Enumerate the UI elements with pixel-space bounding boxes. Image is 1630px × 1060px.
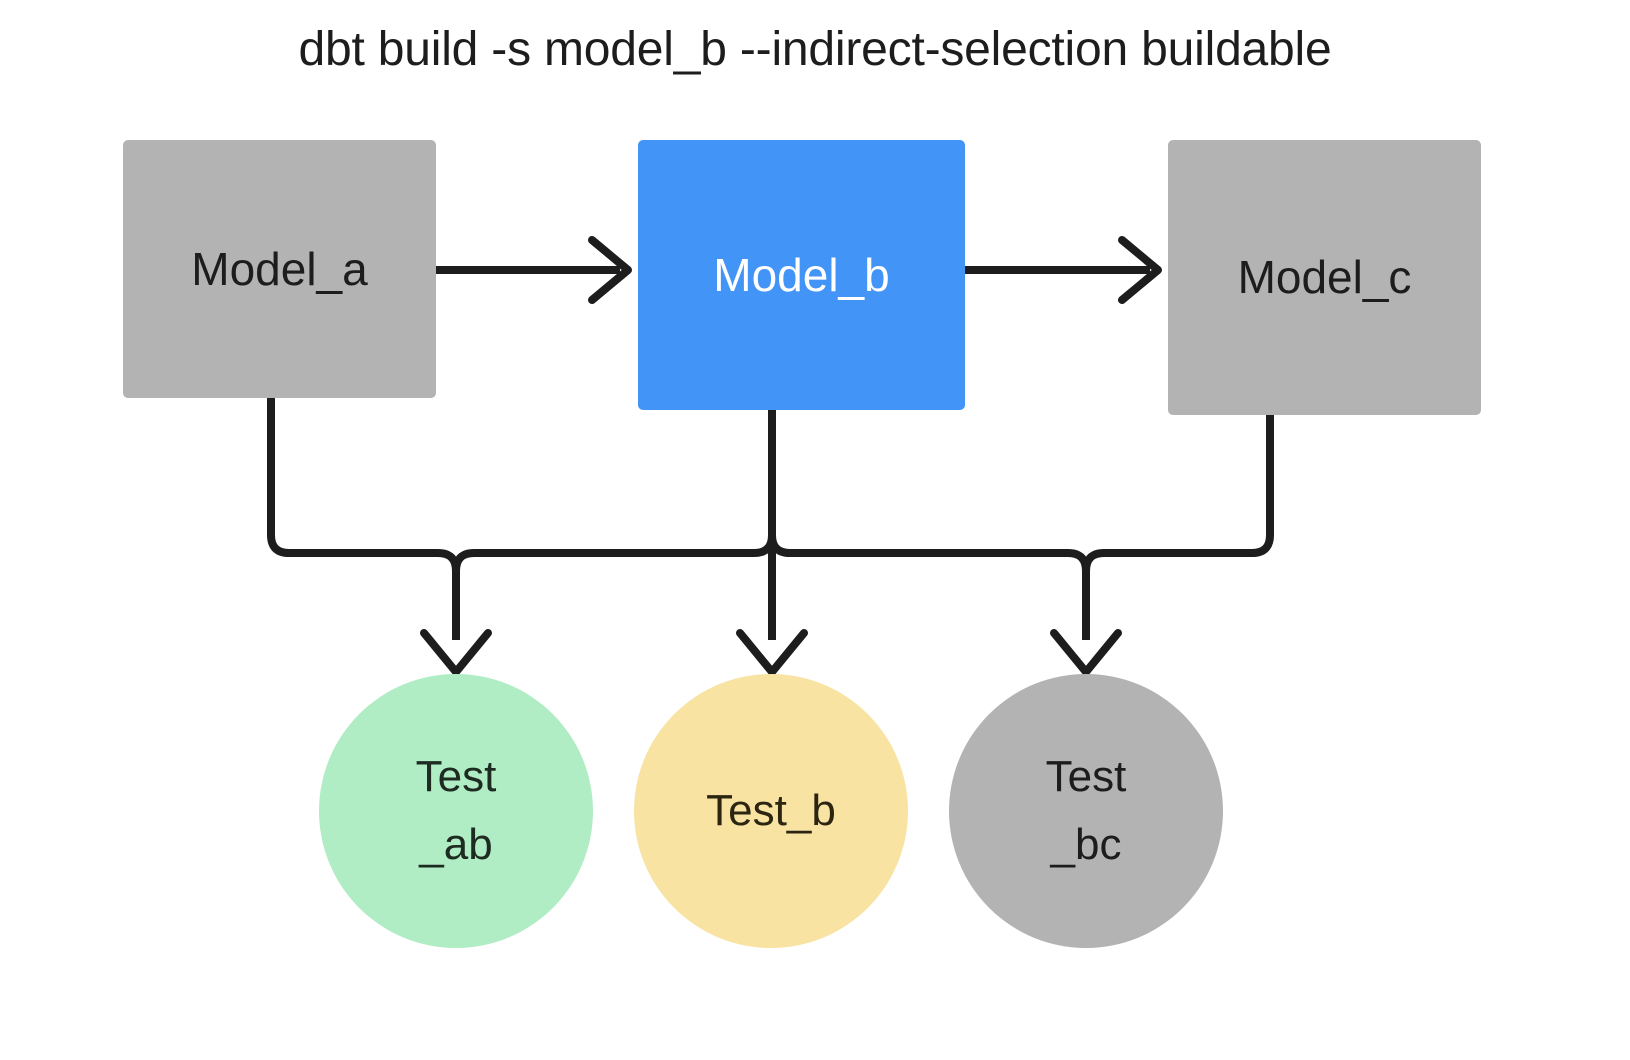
edge-model-b-to-test-bc	[768, 410, 1090, 640]
node-test-ab-label-line-1: Test	[415, 751, 497, 801]
edge-model-b-to-test-ab	[452, 410, 776, 640]
node-test-bc-label-line-2: _bc	[1050, 820, 1122, 869]
node-model-b[interactable]: Model_b	[638, 140, 965, 410]
node-test-bc-label-line-1: Test	[1045, 751, 1127, 801]
node-test-bc[interactable]: Test _bc	[949, 674, 1223, 948]
edge-model-a-to-test-ab	[267, 398, 460, 640]
node-model-a-label: Model_a	[191, 242, 368, 295]
edge-model-a-to-model-b	[436, 236, 632, 304]
node-test-ab[interactable]: Test _ab	[319, 674, 593, 948]
arrowhead-test-bc	[1050, 629, 1122, 676]
node-test-b-label-line-1: Test_b	[706, 785, 836, 835]
diagram-title: dbt build -s model_b --indirect-selectio…	[298, 23, 1332, 76]
node-model-c[interactable]: Model_c	[1168, 140, 1481, 415]
node-model-a[interactable]: Model_a	[123, 140, 436, 398]
arrowhead-test-ab	[420, 629, 492, 676]
edge-model-c-to-test-bc	[1082, 415, 1274, 640]
node-model-b-label: Model_b	[713, 248, 890, 301]
edge-model-b-to-model-c	[965, 236, 1162, 304]
arrowhead-test-b	[736, 629, 808, 676]
node-test-b[interactable]: Test_b	[634, 674, 908, 948]
node-test-ab-label-line-2: _ab	[419, 820, 493, 869]
node-model-c-label: Model_c	[1237, 251, 1412, 304]
